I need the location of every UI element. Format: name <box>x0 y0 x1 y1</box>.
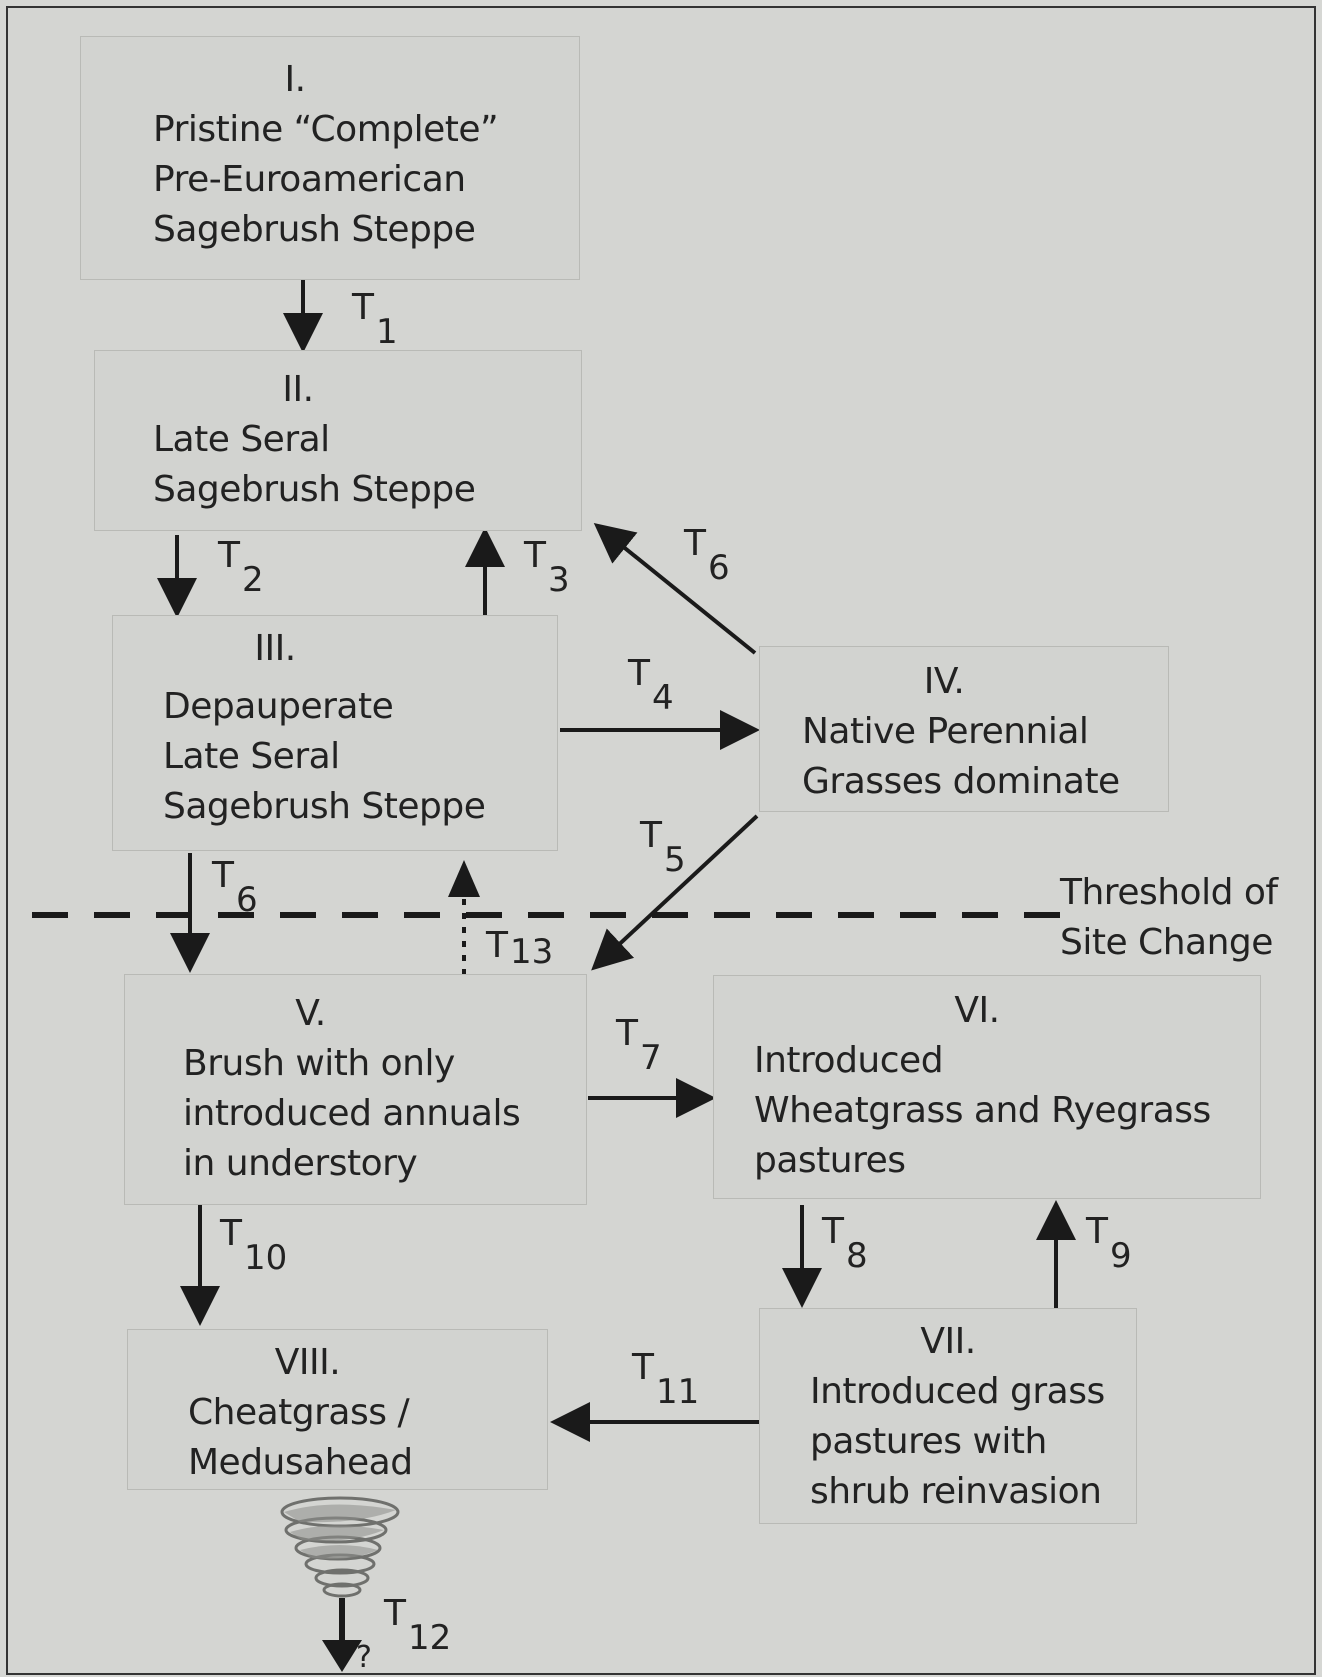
arrow-t6-upper <box>593 522 757 655</box>
state-6-line-3: pastures <box>754 1140 906 1181</box>
state-8-line-2: Medusahead <box>188 1442 413 1483</box>
label-t5: T5 <box>640 815 686 880</box>
state-1-line-1: Pristine “Complete” <box>153 109 499 150</box>
label-t4: T4 <box>628 653 674 718</box>
state-4: IV. Native Perennial Grasses dominate <box>759 646 1169 812</box>
label-t3: T3 <box>524 535 570 600</box>
state-1: I. Pristine “Complete” Pre-Euroamerican … <box>80 36 580 280</box>
label-t10: T10 <box>220 1213 288 1278</box>
state-3-line-3: Sagebrush Steppe <box>163 786 486 827</box>
state-1-line-2: Pre-Euroamerican <box>153 159 466 200</box>
state-6-roman: VI. <box>954 990 1000 1031</box>
state-2-roman: II. <box>282 369 314 410</box>
state-5-line-1: Brush with only <box>183 1043 455 1084</box>
state-6: VI. Introduced Wheatgrass and Ryegrass p… <box>713 975 1261 1199</box>
label-t6-upper: T6 <box>684 523 730 588</box>
state-5-line-3: in understory <box>183 1143 418 1184</box>
state-7-roman: VII. <box>920 1321 976 1362</box>
arrow-t5 <box>591 814 759 971</box>
state-8-line-1: Cheatgrass / <box>188 1392 410 1433</box>
state-7-line-1: Introduced grass <box>810 1371 1105 1412</box>
state-3-line-1: Depauperate <box>163 686 394 727</box>
threshold-label-line-1: Threshold of <box>1060 872 1278 913</box>
label-unknown: ? <box>356 1640 372 1675</box>
arrow-t13-head <box>448 860 480 897</box>
state-5-line-2: introduced annuals <box>183 1093 521 1134</box>
label-t11: T11 <box>632 1347 700 1412</box>
state-7: VII. Introduced grass pastures with shru… <box>759 1308 1137 1524</box>
state-6-line-1: Introduced <box>754 1040 944 1081</box>
label-t13: T13 <box>486 925 554 972</box>
state-3-roman: III. <box>254 628 296 669</box>
state-4-roman: IV. <box>923 661 965 702</box>
label-t1: T1 <box>352 287 398 352</box>
label-t8: T8 <box>822 1211 868 1276</box>
state-1-roman: I. <box>284 59 306 100</box>
state-5: V. Brush with only introduced annuals in… <box>124 974 587 1205</box>
state-7-line-2: pastures with <box>810 1421 1047 1462</box>
arrow-t12-head <box>322 1640 362 1672</box>
whirlwind-shading <box>284 1504 396 1559</box>
state-6-line-2: Wheatgrass and Ryegrass <box>754 1090 1211 1131</box>
label-t6-lower: T6 <box>212 855 258 920</box>
state-4-line-1: Native Perennial <box>802 711 1089 752</box>
threshold-label-line-2: Site Change <box>1060 922 1273 963</box>
state-7-line-3: shrub reinvasion <box>810 1471 1102 1512</box>
state-5-roman: V. <box>295 993 326 1034</box>
label-t12: T12 <box>384 1593 452 1658</box>
state-8-roman: VIII. <box>274 1342 341 1383</box>
label-t7: T7 <box>616 1013 662 1078</box>
threshold-label: Threshold of Site Change <box>1060 868 1278 968</box>
state-4-line-2: Grasses dominate <box>802 761 1120 802</box>
state-2-line-1: Late Seral <box>153 419 330 460</box>
state-2-line-2: Sagebrush Steppe <box>153 469 476 510</box>
state-1-line-3: Sagebrush Steppe <box>153 209 476 250</box>
state-3: III. Depauperate Late Seral Sagebrush St… <box>112 615 558 851</box>
state-8: VIII. Cheatgrass / Medusahead <box>127 1329 548 1490</box>
label-t2: T2 <box>218 535 264 600</box>
label-t9: T9 <box>1086 1211 1132 1276</box>
state-3-line-2: Late Seral <box>163 736 340 777</box>
state-2: II. Late Seral Sagebrush Steppe <box>94 350 582 531</box>
